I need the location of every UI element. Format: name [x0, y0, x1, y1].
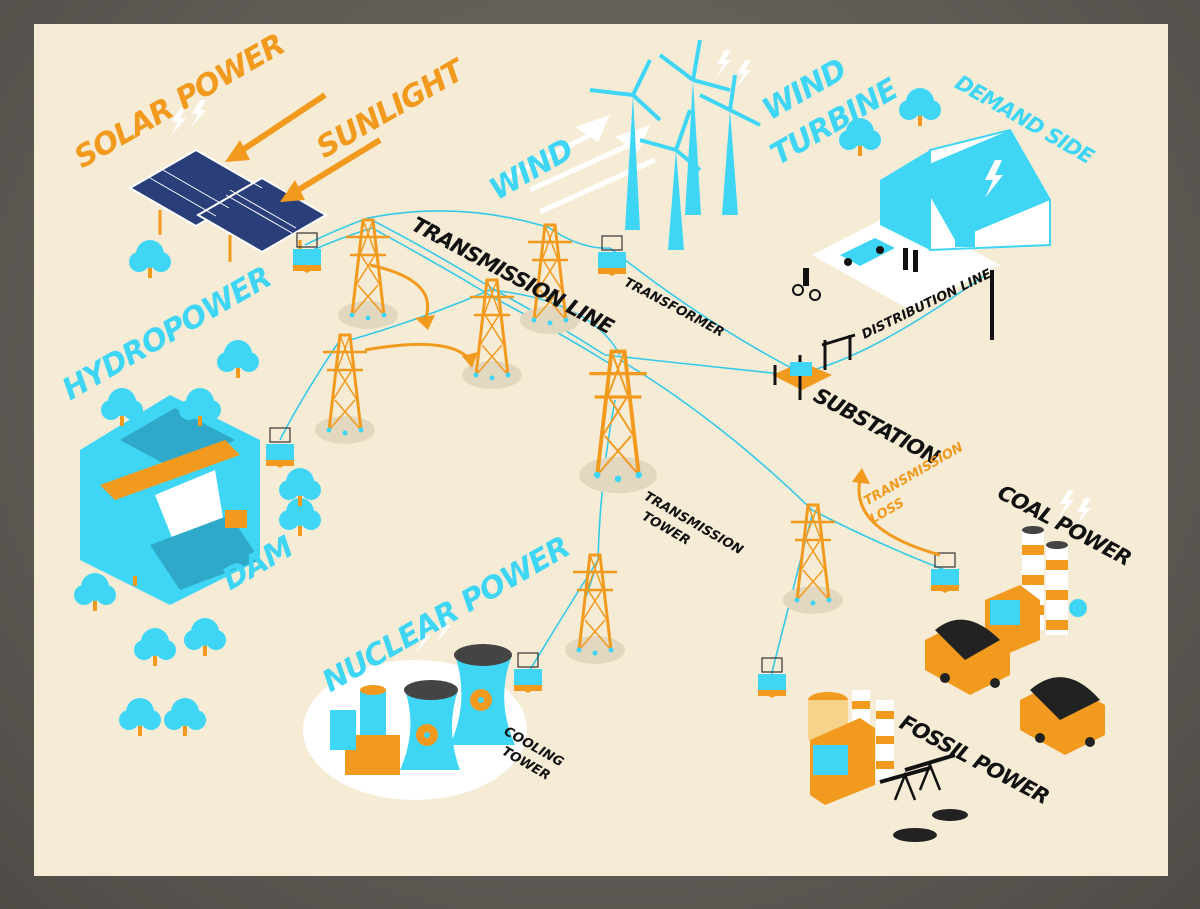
transformer-icon: [757, 657, 787, 699]
transmission-tower-icon: [460, 278, 524, 391]
car-icon: [840, 238, 895, 266]
fossil-plant: [808, 690, 968, 842]
transformer-icon: [265, 427, 295, 469]
transmission-tower-icon: [781, 503, 845, 616]
chimney-icon: [1046, 541, 1068, 635]
coal-plant: [925, 490, 1105, 755]
sunlight-arrow: [233, 92, 327, 158]
demand-side: [792, 88, 1051, 340]
wind-turbine-icon: [658, 39, 731, 215]
transmission-tower-icon: [563, 553, 627, 666]
transformer-icon: [597, 235, 627, 277]
transmission-loss-arrow: [857, 479, 941, 557]
substation-icon: [772, 333, 856, 400]
transmission-tower-icon: [313, 333, 377, 446]
bicycle-icon: [792, 268, 821, 301]
oil-pump-icon: [879, 753, 968, 842]
transformer-icon: [513, 652, 543, 694]
wind-turbine-icon: [699, 74, 761, 215]
nuclear-plant: [303, 615, 527, 800]
house-icon: [880, 128, 1051, 252]
wind-farm: [500, 39, 761, 250]
chimney-icon: [876, 700, 894, 780]
transformer-icon: [292, 232, 322, 274]
sunlight-arrow: [288, 137, 382, 198]
radiation-icon: [416, 689, 492, 746]
transmission-tower-icon: [577, 349, 659, 496]
transformer-icon: [930, 552, 960, 594]
coal-truck-icon: [1020, 677, 1105, 755]
transmission-tower-icon: [336, 218, 400, 331]
wind-turbine-icon: [589, 59, 662, 230]
coal-truck-icon: [925, 619, 1010, 695]
distribution-pole: [990, 270, 994, 340]
